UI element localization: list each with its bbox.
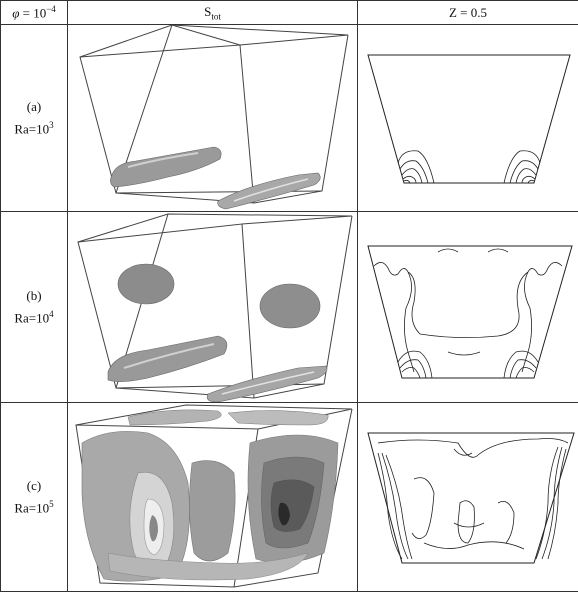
row-c-3d: [68, 403, 358, 592]
row-a-label: (a) Ra=103: [1, 25, 68, 212]
row-b-3d: [68, 212, 358, 403]
row-b-label: (b) Ra=104: [1, 212, 68, 403]
phi-exp: −4: [46, 4, 56, 14]
row-c: (c) Ra=105: [1, 403, 578, 592]
row-b-contour: [358, 212, 578, 403]
row-c-3d-plot: [68, 403, 358, 591]
row-a-3d: [68, 25, 358, 212]
row-c-letter: (c): [1, 477, 67, 495]
row-c-ra: Ra=105: [1, 495, 67, 517]
row-c-contour-plot: [358, 403, 578, 591]
row-a-letter: (a): [1, 98, 67, 116]
header-stot: Stot: [68, 1, 358, 25]
row-a-3d-plot: [68, 25, 358, 211]
header-z: Z = 0.5: [358, 1, 578, 25]
row-b-contour-plot: [358, 212, 578, 402]
header-row: φ = 10−4 Stot Z = 0.5: [1, 1, 578, 25]
box-front: [80, 45, 254, 203]
contour-trapezoid: [368, 246, 572, 378]
box-top-back: [80, 25, 348, 57]
isosurface-left: [110, 147, 221, 187]
contour-trapezoid: [368, 433, 574, 563]
row-a-contour-plot: [358, 25, 578, 211]
row-a-contour: [358, 25, 578, 212]
row-b-ra: Ra=104: [1, 305, 67, 327]
row-b-letter: (b): [1, 287, 67, 305]
row-c-label: (c) Ra=105: [1, 403, 68, 592]
row-b-3d-plot: [68, 212, 358, 402]
header-phi: φ = 10−4: [1, 1, 68, 25]
isosurface-front-middle: [189, 461, 235, 561]
phi-eq: = 10: [19, 5, 46, 20]
isosurface-bottom-left: [108, 336, 227, 382]
row-a-ra: Ra=103: [1, 116, 67, 138]
stot-sub: tot: [211, 11, 221, 21]
z-label: Z = 0.5: [449, 5, 487, 20]
row-c-contour: [358, 403, 578, 592]
isosurface-blob-right: [260, 284, 320, 328]
row-a: (a) Ra=103: [1, 25, 578, 212]
contour-trapezoid: [368, 55, 570, 183]
isosurface-blob-left: [118, 264, 174, 304]
row-b: (b) Ra=104: [1, 212, 578, 403]
